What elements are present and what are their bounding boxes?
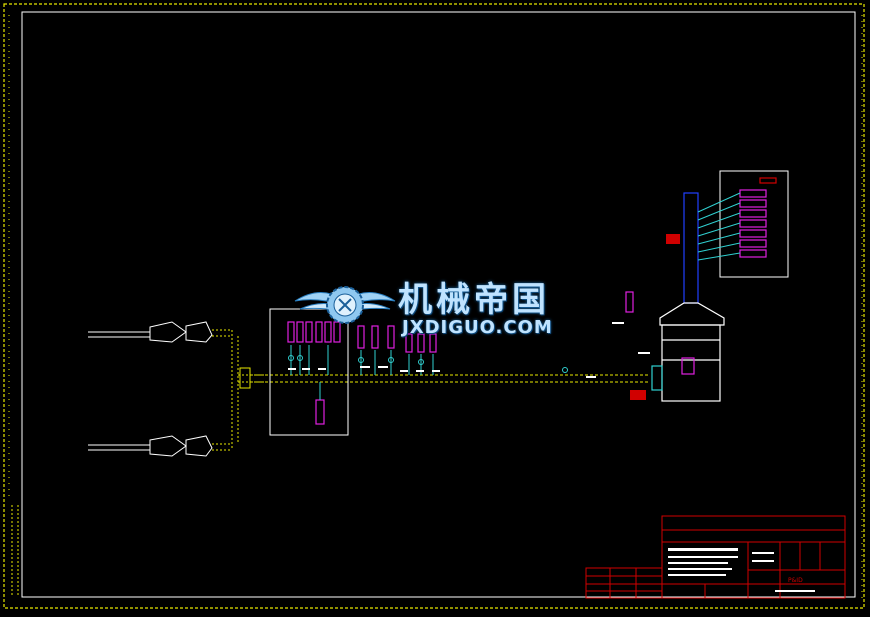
watermark-text-cn: 机械帝国 bbox=[398, 280, 550, 320]
drawing-frame bbox=[21, 11, 856, 598]
burner-upper bbox=[88, 321, 232, 343]
analyzer-panel bbox=[719, 170, 789, 278]
analyzer-sample-lines bbox=[697, 192, 741, 261]
burner-lower bbox=[88, 435, 232, 457]
instrument-taps bbox=[288, 345, 568, 400]
title-block bbox=[585, 515, 846, 599]
watermark-logo-icon bbox=[294, 286, 396, 324]
instrument-tag-labels bbox=[288, 322, 650, 378]
watermark-text-en: JXDIGUO.COM bbox=[402, 317, 553, 338]
red-tag-inlet bbox=[630, 390, 646, 400]
burner-collector bbox=[231, 330, 265, 450]
title-drawing-name: P&ID bbox=[788, 577, 803, 584]
red-tag-stack bbox=[666, 234, 680, 244]
sheet-border bbox=[3, 3, 865, 609]
watermark: 机械帝国 JXDIGUO.COM bbox=[398, 282, 553, 338]
left-revision-strip bbox=[8, 15, 863, 600]
title-block-text-marks bbox=[668, 548, 815, 592]
stack-tag bbox=[681, 357, 695, 375]
collector-flange bbox=[239, 367, 251, 389]
stack bbox=[651, 192, 725, 402]
main-pipe bbox=[250, 374, 650, 383]
instrument-skid bbox=[269, 308, 349, 436]
analyzer-instruments bbox=[739, 177, 777, 258]
